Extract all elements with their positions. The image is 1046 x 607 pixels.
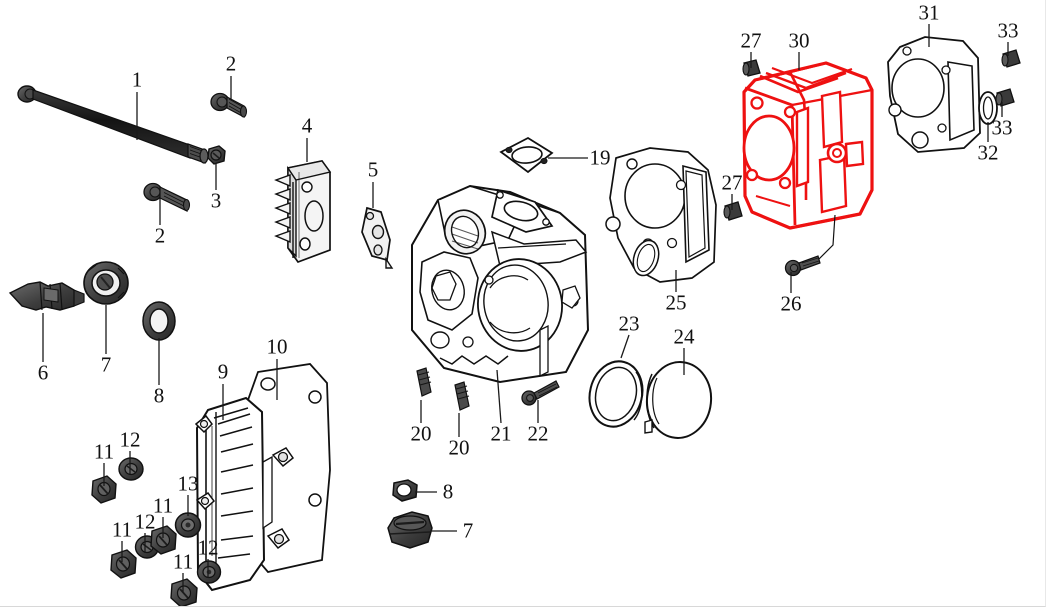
- part-dowel-pin-20a: [416, 367, 432, 397]
- callout-number-13[interactable]: 13: [177, 471, 199, 496]
- part-valve-cap-lower: [387, 511, 433, 549]
- part-cam-chain-tensioner-bolt: [784, 214, 836, 277]
- leader-line-21: [496, 369, 502, 424]
- callout-number-26[interactable]: 26: [780, 291, 802, 316]
- part-valve-cap-upper: [83, 261, 129, 305]
- callout-number-22[interactable]: 22: [527, 421, 549, 446]
- callout-number-9[interactable]: 9: [217, 359, 229, 384]
- callout-number-24[interactable]: 24: [673, 324, 695, 349]
- callout-number-6[interactable]: 6: [37, 360, 49, 385]
- part-washer-gasket-lower: [392, 479, 418, 502]
- callout-number-12[interactable]: 12: [197, 535, 219, 560]
- callout-number-30[interactable]: 30: [788, 28, 810, 53]
- callout-number-27[interactable]: 27: [740, 28, 762, 53]
- callout-leader-lines: [42, 24, 1009, 592]
- callout-number-8[interactable]: 8: [153, 383, 165, 408]
- callout-number-21[interactable]: 21: [490, 421, 512, 446]
- part-dowel-pin-20b: [454, 381, 470, 411]
- part-dowel-pin-33a: [1001, 49, 1021, 68]
- callout-number-2[interactable]: 2: [225, 51, 237, 76]
- part-dowel-pin-27b: [723, 201, 743, 221]
- leader-line-23: [620, 334, 630, 359]
- callout-number-27[interactable]: 27: [721, 170, 743, 195]
- callout-number-32[interactable]: 32: [977, 140, 999, 165]
- part-cylinder-head: [411, 184, 590, 384]
- callout-number-11[interactable]: 11: [172, 549, 194, 574]
- part-flange-bolt-upper: [210, 92, 248, 118]
- callout-number-10[interactable]: 10: [266, 334, 288, 359]
- part-dowel-pin-27a: [742, 59, 761, 77]
- callout-number-7[interactable]: 7: [100, 352, 112, 377]
- part-spark-plug: [8, 281, 85, 311]
- callout-number-12[interactable]: 12: [119, 427, 141, 452]
- callout-number-8[interactable]: 8: [442, 479, 454, 504]
- part-dowel-pin-33b: [995, 88, 1015, 107]
- callout-number-11[interactable]: 11: [111, 517, 133, 542]
- callout-number-20[interactable]: 20: [448, 435, 470, 460]
- callout-number-1[interactable]: 1: [131, 67, 143, 92]
- callout-number-23[interactable]: 23: [618, 311, 640, 336]
- callout-number-5[interactable]: 5: [367, 157, 379, 182]
- part-nut-washer-cluster: [91, 457, 222, 606]
- callout-number-33[interactable]: 33: [997, 18, 1019, 43]
- part-cylinder-barrel-highlighted: [742, 61, 874, 230]
- part-cylinder-head-gasket: [605, 147, 717, 283]
- callout-number-3[interactable]: 3: [210, 188, 222, 213]
- part-cylinder-base-gasket: [887, 36, 981, 153]
- callout-number-11[interactable]: 11: [93, 439, 115, 464]
- callout-number-4[interactable]: 4: [301, 113, 313, 138]
- part-washer-gasket-upper: [142, 301, 176, 341]
- part-o-ring-23: [588, 360, 644, 428]
- part-tensioner-plate: [361, 206, 394, 269]
- part-nut-3: [207, 145, 226, 165]
- part-flange-bolt-lower: [143, 182, 191, 212]
- callout-number-20[interactable]: 20: [410, 421, 432, 446]
- callout-number-7[interactable]: 7: [462, 518, 474, 543]
- callout-number-19[interactable]: 19: [589, 145, 611, 170]
- part-flange-bolt-22: [521, 380, 560, 406]
- part-rocker-arm-shaft: [17, 85, 209, 164]
- part-cylinder-head-cover-group: [194, 363, 331, 592]
- callout-number-2[interactable]: 2: [154, 223, 166, 248]
- part-intake-manifold-gasket: [499, 136, 554, 174]
- callout-number-31[interactable]: 31: [918, 0, 940, 25]
- callout-number-11[interactable]: 11: [152, 493, 174, 518]
- part-cam-chain-slider: [274, 160, 332, 264]
- callout-number-12[interactable]: 12: [134, 509, 156, 534]
- callout-number-33[interactable]: 33: [991, 115, 1013, 140]
- callout-number-25[interactable]: 25: [665, 290, 687, 315]
- part-cap-cover-24: [644, 361, 713, 439]
